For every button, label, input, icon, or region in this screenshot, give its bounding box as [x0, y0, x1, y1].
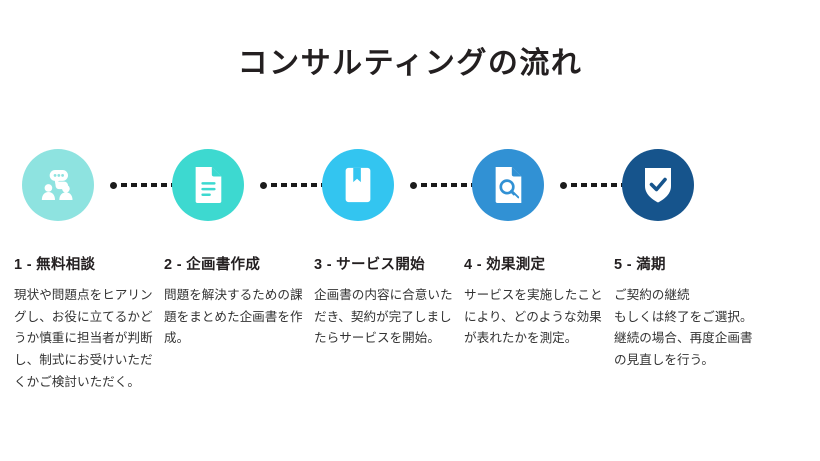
process-step-1: 1 - 無料相談 現状や問題点をヒアリングし、お役に立てるかどうか慎重に担当者が…: [14, 145, 192, 393]
connector-dash: [571, 183, 577, 187]
connector-dash: [431, 183, 437, 187]
shield-check-icon: [642, 166, 674, 204]
step-1-icon-wrap: [14, 145, 164, 225]
step-4-heading: 4 - 効果測定: [464, 257, 546, 273]
step-4-body: サービスを実施したことにより、どのような効果が表れたかを測定。: [464, 288, 603, 346]
document-lines-icon: [191, 166, 225, 204]
step-5-heading: 5 - 満期: [614, 257, 666, 273]
step-3-body: 企画書の内容に合意いただき、契約が完了しましたらサービスを開始。: [314, 288, 453, 346]
step-3-heading: 3 - サービス開始: [314, 257, 425, 273]
step-1-circle: [22, 149, 94, 221]
connector-dash: [131, 183, 137, 187]
step-5-icon-wrap: [614, 145, 764, 225]
connector-dot: [410, 181, 417, 189]
page-title: コンサルティングの流れ: [237, 47, 583, 80]
step-4-icon-wrap: [464, 145, 614, 225]
step-4-circle: [472, 149, 544, 221]
connector-dash: [271, 183, 277, 187]
connector-dot: [110, 181, 117, 189]
consultation-people-chat-icon: [38, 165, 78, 205]
step-2-icon-wrap: [164, 145, 314, 225]
connector-dash: [591, 183, 597, 187]
connector-dash: [281, 183, 287, 187]
connector-dash: [611, 183, 617, 187]
process-step-3: 3 - サービス開始 企画書の内容に合意いただき、契約が完了しましたらサービスを…: [314, 145, 492, 350]
book-bookmark-icon: [342, 166, 374, 204]
step-2-heading: 2 - 企画書作成: [164, 257, 261, 273]
connector-dash: [161, 183, 167, 187]
step-1-heading: 1 - 無料相談: [14, 257, 96, 273]
connector-dash: [291, 183, 297, 187]
connector-dash: [311, 183, 317, 187]
process-step-2: 2 - 企画書作成 問題を解決するための課題をまとめた企画書を作成。: [164, 145, 342, 350]
connector-dash: [451, 183, 457, 187]
document-magnifier-icon: [491, 166, 525, 204]
connector-dash: [421, 183, 427, 187]
step-2-circle: [172, 149, 244, 221]
process-step-5: 5 - 満期 ご契約の継続 もしくは終了をご選択。 継続の場合、再度企画書の見直…: [614, 145, 764, 372]
connector-dash: [601, 183, 607, 187]
connector-dot: [560, 181, 567, 189]
step-5-circle: [622, 149, 694, 221]
step-2-body: 問題を解決するための課題をまとめた企画書を作成。: [164, 288, 303, 346]
connector-dash: [121, 183, 127, 187]
step-5-body: ご契約の継続 もしくは終了をご選択。 継続の場合、再度企画書の見直しを行う。: [614, 288, 753, 367]
connector-dash: [581, 183, 587, 187]
connector-dash: [141, 183, 147, 187]
connector-dash: [301, 183, 307, 187]
connector-dot: [260, 181, 267, 189]
connector-dash: [441, 183, 447, 187]
connector-dash: [461, 183, 467, 187]
process-steps-row: 1 - 無料相談 現状や問題点をヒアリングし、お役に立てるかどうか慎重に担当者が…: [0, 145, 820, 393]
process-step-4: 4 - 効果測定 サービスを実施したことにより、どのような効果が表れたかを測定。: [464, 145, 642, 350]
connector-dash: [151, 183, 157, 187]
step-3-circle: [322, 149, 394, 221]
step-1-body: 現状や問題点をヒアリングし、お役に立てるかどうか慎重に担当者が判断し、制式にお受…: [14, 288, 153, 389]
step-3-icon-wrap: [314, 145, 464, 225]
